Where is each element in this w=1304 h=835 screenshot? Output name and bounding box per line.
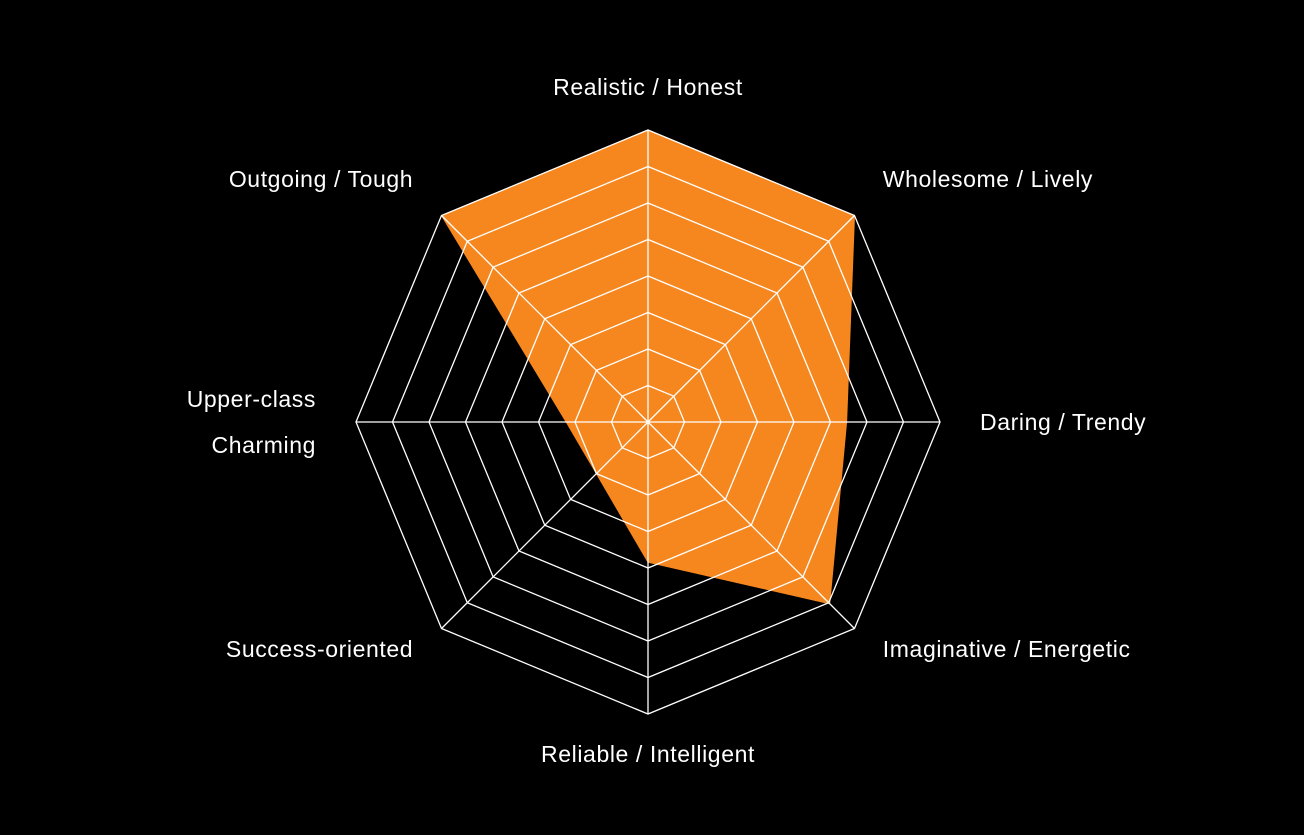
axis-label: Success-oriented	[226, 636, 413, 662]
axis-label: Realistic / Honest	[553, 74, 743, 100]
axis-label-line: Daring / Trendy	[980, 409, 1146, 435]
radar-axis-line	[647, 215, 855, 423]
radar-axis-line	[647, 421, 855, 629]
radar-axis-line	[441, 421, 649, 629]
axis-label-line: Reliable / Intelligent	[541, 741, 755, 767]
axis-label: Outgoing / Tough	[229, 166, 413, 192]
axis-label-line: Charming	[211, 432, 316, 458]
axis-label-line: Outgoing / Tough	[229, 166, 413, 192]
axis-label-line: Wholesome / Lively	[883, 166, 1093, 192]
axis-label-line: Imaginative / Energetic	[883, 636, 1131, 662]
axis-label: Imaginative / Energetic	[883, 636, 1131, 662]
radar-axis-line	[441, 215, 649, 423]
axis-label: Daring / Trendy	[980, 409, 1146, 435]
axis-label-line: Realistic / Honest	[553, 74, 743, 100]
axis-label-line: Success-oriented	[226, 636, 413, 662]
axis-label: Wholesome / Lively	[883, 166, 1093, 192]
axis-label: Reliable / Intelligent	[541, 741, 755, 767]
axis-label-line: Upper-class	[187, 386, 316, 412]
